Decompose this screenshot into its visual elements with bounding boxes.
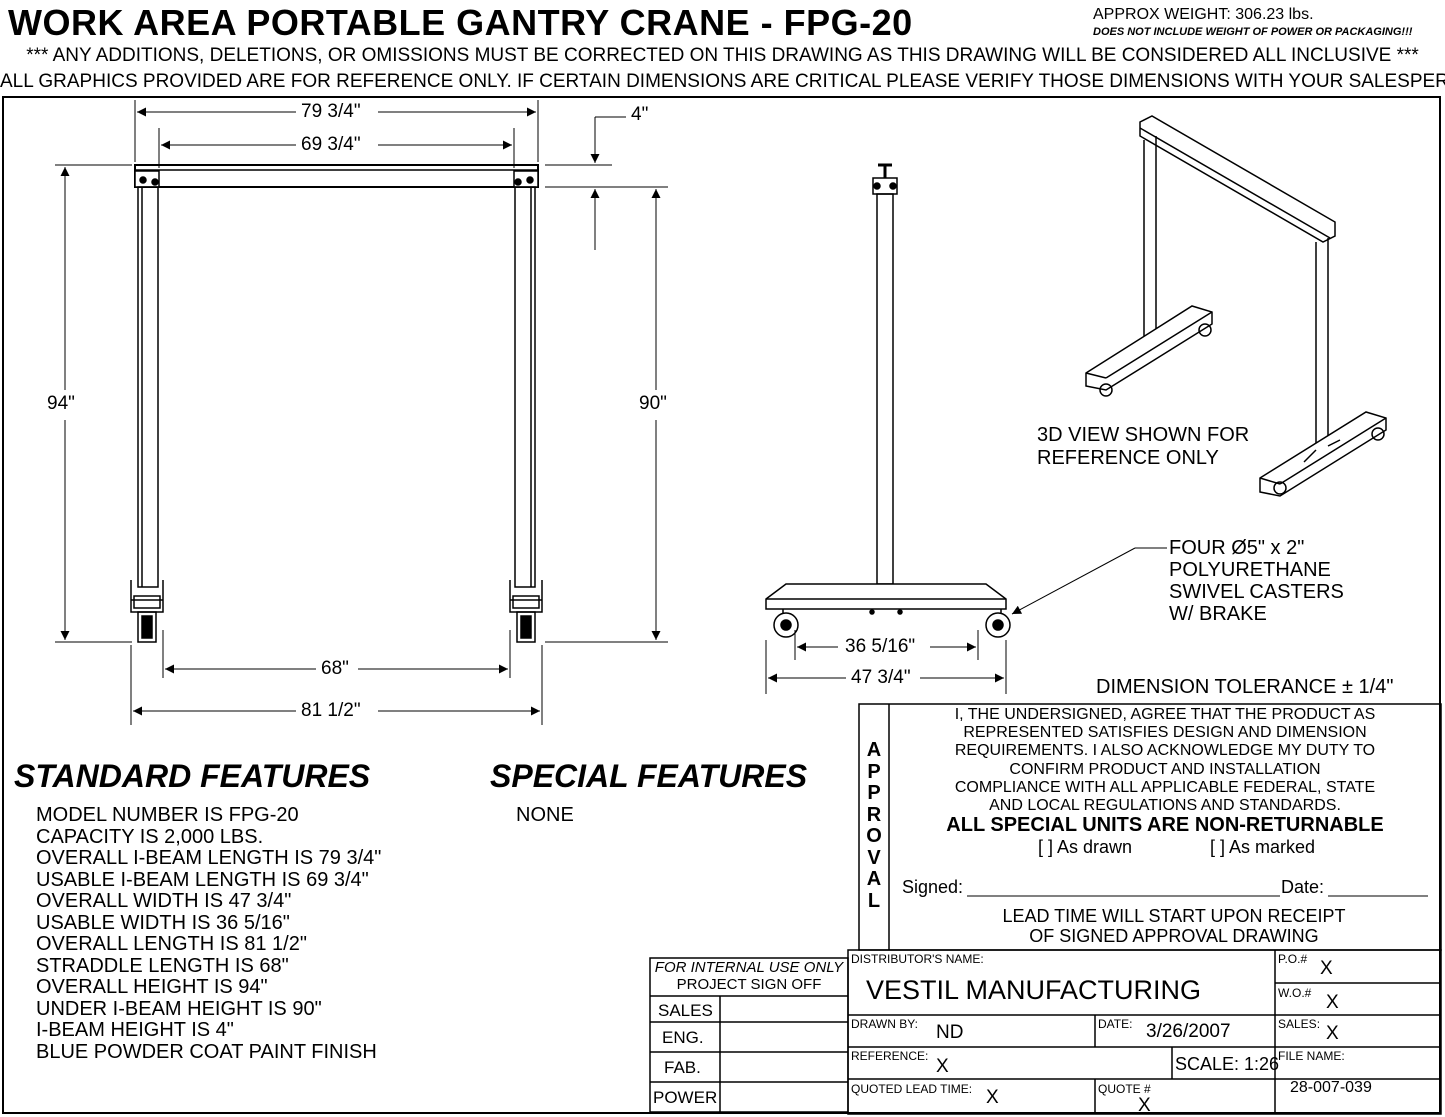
wo-label: W.O.#: [1278, 986, 1312, 1000]
po-value: X: [1320, 958, 1333, 979]
front-view-dimensions: [55, 100, 668, 725]
sales-label: SALES:: [1278, 1017, 1321, 1031]
approval-statement: I, THE UNDERSIGNED, AGREE THAT THE PRODU…: [954, 706, 1376, 815]
lead-time-note: LEAD TIME WILL START UPON RECEIPT OF SIG…: [1002, 906, 1346, 946]
scale: SCALE: 1:26: [1175, 1054, 1280, 1074]
inclusive-note: *** ANY ADDITIONS, DELETIONS, OR OMISSIO…: [26, 45, 1419, 66]
date-field[interactable]: [1330, 872, 1426, 894]
caster-callout: FOUR Ø5" x 2" POLYURETHANE SWIVEL CASTER…: [1169, 537, 1344, 625]
po-label: P.O.#: [1278, 952, 1308, 966]
distributor-name: VESTIL MANUFACTURING: [866, 975, 1202, 1005]
list-item: USABLE WIDTH IS 36 5/16": [36, 911, 290, 934]
date-label: Date:: [1281, 877, 1325, 897]
date-field-label: DATE:: [1098, 1017, 1133, 1031]
reference-note: ALL GRAPHICS PROVIDED ARE FOR REFERENCE …: [0, 71, 1445, 92]
special-features-value: NONE: [516, 804, 574, 826]
list-item: CAPACITY IS 2,000 LBS.: [36, 825, 264, 848]
sales-value: X: [1326, 1023, 1339, 1044]
drawn-by-label: DRAWN BY:: [851, 1017, 918, 1031]
sign-off-sales: SALES: [658, 1001, 713, 1020]
signature-field[interactable]: [969, 872, 1278, 894]
drawing-date: 3/26/2007: [1146, 1021, 1231, 1042]
list-item: BLUE POWDER COAT PAINT FINISH: [36, 1040, 377, 1063]
reference-label: REFERENCE:: [851, 1049, 929, 1063]
dim-overall-height: 94": [44, 393, 78, 415]
special-features-heading: SPECIAL FEATURES: [490, 758, 808, 794]
dim-overall-width: 47 3/4": [848, 667, 914, 689]
side-view: [765, 163, 1011, 638]
quoted-lead-value: X: [986, 1087, 999, 1108]
sign-off-eng: ENG.: [662, 1028, 704, 1047]
standard-features-heading: STANDARD FEATURES: [14, 758, 371, 794]
distributor-label: DISTRIBUTOR'S NAME:: [851, 952, 984, 966]
as-marked-checkbox[interactable]: [ ] As marked: [1210, 837, 1316, 857]
weight-note: DOES NOT INCLUDE WEIGHT OF POWER OR PACK…: [1093, 26, 1413, 38]
signed-label: Signed:: [902, 877, 964, 897]
dimension-tolerance: DIMENSION TOLERANCE ± 1/4": [1096, 676, 1394, 698]
list-item: OVERALL HEIGHT IS 94": [36, 976, 268, 998]
sign-off-fab: FAB.: [664, 1058, 701, 1077]
title-block-lines: [649, 703, 1442, 1115]
list-item: OVERALL I-BEAM LENGTH IS 79 3/4": [36, 847, 382, 869]
dim-overall-ibeam: 79 3/4": [298, 101, 364, 123]
dim-ibeam-height: 4": [628, 104, 652, 126]
standard-features-list: MODEL NUMBER IS FPG-20 CAPACITY IS 2,000…: [36, 804, 382, 1063]
file-name-label: FILE NAME:: [1278, 1049, 1345, 1063]
list-item: OVERALL LENGTH IS 81 1/2": [36, 933, 307, 955]
dim-under-height: 90": [636, 393, 670, 415]
list-item: OVERALL WIDTH IS 47 3/4": [36, 890, 292, 912]
approx-weight: APPROX WEIGHT: 306.23 lbs.: [1093, 6, 1314, 23]
list-item: MODEL NUMBER IS FPG-20: [36, 804, 299, 826]
quote-label: QUOTE #: [1098, 1082, 1151, 1096]
as-drawn-checkbox[interactable]: [ ] As drawn: [1038, 837, 1133, 857]
drawing-title: WORK AREA PORTABLE GANTRY CRANE - FPG-20: [8, 2, 913, 43]
dim-overall-length: 81 1/2": [298, 700, 364, 722]
list-item: USABLE I-BEAM LENGTH IS 69 3/4": [36, 868, 369, 891]
dim-usable-ibeam: 69 3/4": [298, 134, 364, 156]
list-item: I-BEAM HEIGHT IS 4": [36, 1019, 234, 1041]
iso-view-note: 3D VIEW SHOWN FOR REFERENCE ONLY: [1037, 424, 1250, 469]
side-view-dimensions: [765, 547, 1167, 694]
non-returnable-notice: ALL SPECIAL UNITS ARE NON-RETURNABLE: [946, 814, 1384, 836]
dim-usable-width: 36 5/16": [842, 636, 919, 658]
quoted-lead-label: QUOTED LEAD TIME:: [851, 1082, 973, 1096]
reference-value: X: [936, 1056, 949, 1077]
approval-side-label: A P P R O V A L: [866, 739, 882, 912]
list-item: STRADDLE LENGTH IS 68": [36, 954, 289, 977]
drawing-frame: [2, 96, 1441, 1114]
internal-use-heading: FOR INTERNAL USE ONLY PROJECT SIGN OFF: [654, 959, 844, 993]
isometric-view: [1085, 115, 1387, 497]
list-item: UNDER I-BEAM HEIGHT IS 90": [36, 997, 322, 1020]
front-view: [130, 164, 543, 643]
sign-off-power: POWER: [653, 1088, 718, 1107]
drawn-by-value: ND: [936, 1022, 964, 1043]
wo-value: X: [1326, 992, 1339, 1013]
dim-straddle: 68": [318, 658, 352, 680]
quote-value: X: [1138, 1095, 1151, 1116]
file-name: 28-007-039: [1290, 1079, 1372, 1096]
